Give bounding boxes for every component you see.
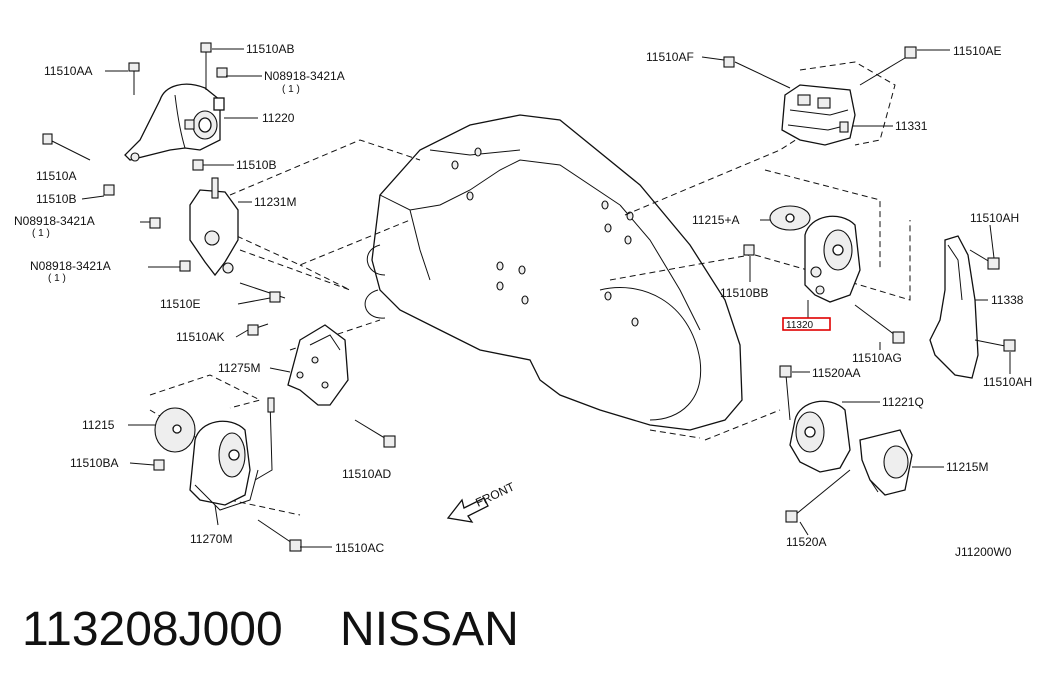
leader-lines [81, 48, 1011, 548]
label-11221Q: 11221Q [882, 395, 924, 409]
front-arrow-icon [446, 497, 489, 523]
label-11510AH-top: 11510AH [970, 211, 1019, 225]
label-11510AE: 11510AE [953, 44, 1002, 58]
label-11231M: 11231M [254, 195, 296, 209]
bracket-11231M [189, 177, 239, 277]
label-qty-top: ( 1 ) [282, 84, 300, 95]
label-11510B-b: 11510B [36, 192, 76, 206]
part-number: 113208J000 [22, 603, 283, 656]
label-11270M: 11270M [190, 532, 232, 546]
label-11510AK: 11510AK [176, 330, 225, 344]
bracket-11331 [723, 46, 917, 146]
engine-mount-11221Q [779, 365, 913, 523]
label-n08918-mid: N08918-3421A [14, 214, 95, 228]
label-11510E: 11510E [160, 297, 200, 311]
label-11510AC: 11510AC [335, 541, 384, 555]
label-11510A: 11510A [36, 169, 76, 183]
label-11510BA: 11510BA [70, 456, 119, 470]
engine-mount-11270M [154, 397, 275, 511]
label-n08918-low: N08918-3421A [30, 259, 111, 273]
label-11320: 11320 [786, 320, 814, 331]
engine-mount-11220 [124, 83, 225, 162]
label-11331: 11331 [895, 119, 928, 133]
parts-diagram: 11510AB 11510AA N08918-3421A ( 1 ) 11220… [14, 42, 1032, 559]
engine-mount-11320 [743, 205, 905, 344]
bolts-left [42, 42, 396, 552]
label-11510AB: 11510AB [246, 42, 295, 56]
label-front: FRONT [473, 479, 517, 509]
engine-block [364, 114, 743, 431]
brand-name: NISSAN [340, 603, 519, 656]
label-qty-mid: ( 1 ) [32, 228, 50, 239]
label-11510AF: 11510AF [646, 50, 694, 64]
highlight-11320-box [782, 317, 831, 331]
label-qty-low: ( 1 ) [48, 273, 66, 284]
label-11510AG: 11510AG [852, 351, 902, 365]
label-11275M: 11275M [218, 361, 260, 375]
label-11520AA: 11520AA [812, 366, 861, 380]
label-11510AD: 11510AD [342, 467, 391, 481]
label-n08918-top: N08918-3421A [264, 69, 345, 83]
label-11215M: 11215M [946, 460, 988, 474]
label-11510B-a: 11510B [236, 158, 276, 172]
label-11338: 11338 [991, 293, 1024, 307]
label-11510BB: 11510BB [720, 286, 769, 300]
bracket-11338 [929, 235, 1016, 379]
footer: 113208J000 NISSAN [22, 598, 1022, 662]
label-11215: 11215 [82, 418, 115, 432]
label-11510AH-bottom: 11510AH [983, 375, 1032, 389]
label-11510AA: 11510AA [44, 64, 93, 78]
bracket-11275M [287, 324, 349, 406]
label-11215A: 11215+A [692, 213, 740, 227]
label-11220: 11220 [262, 111, 295, 125]
label-11520A: 11520A [786, 535, 826, 549]
diagram-code: J11200W0 [955, 545, 1012, 559]
